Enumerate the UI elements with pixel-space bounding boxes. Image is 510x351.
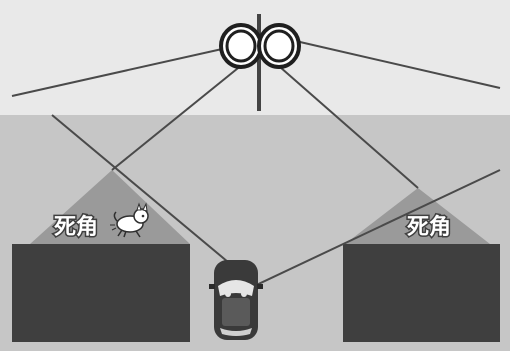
mirror-reflection-lines (11, 41, 501, 97)
building-left (12, 244, 190, 342)
blind-spot-right-area (345, 188, 490, 244)
blind-spot-left-area (30, 170, 190, 244)
curve-mirror-icon (219, 23, 301, 69)
car-top-view-icon (209, 260, 263, 340)
building-right (343, 244, 500, 342)
blind-spot-right-label: 死角 (407, 214, 451, 240)
mirror-pole (257, 14, 261, 111)
small-animal-icon (110, 202, 149, 238)
sight-lines (51, 59, 501, 289)
blind-spot-left-label: 死角 (54, 214, 98, 240)
